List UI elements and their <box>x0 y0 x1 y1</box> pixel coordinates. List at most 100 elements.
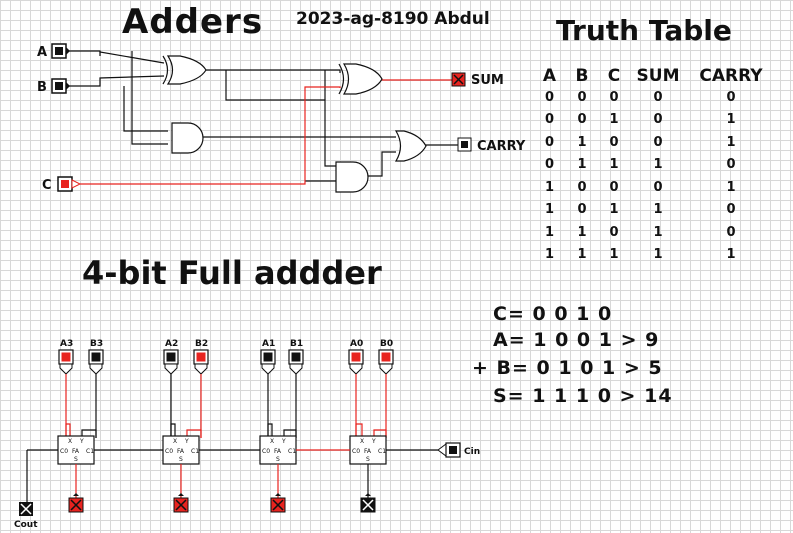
truth-table-cell: 0 <box>653 112 663 128</box>
fa-pin-label: C1 <box>86 448 94 455</box>
truth-table-cell: 0 <box>726 89 736 105</box>
truth-table-cell: 0 <box>577 89 587 105</box>
truth-table-cell: 1 <box>726 112 736 128</box>
truth-table-cell: 1 <box>609 202 619 218</box>
pin-c-label: C <box>42 178 52 193</box>
truth-table-cell: 1 <box>653 247 663 263</box>
truth-table-cell: 1 <box>653 202 663 218</box>
truth-table-cell: 1 <box>609 112 619 128</box>
eq-carry-line: C= 0 0 1 0 <box>493 303 613 325</box>
xor2-gate-icon <box>342 63 383 95</box>
fa-pin-label: Y <box>281 438 286 445</box>
xor1-gate-icon <box>166 55 207 85</box>
and1-gate-icon <box>171 122 204 154</box>
fa-pin-label: C0 <box>262 448 270 455</box>
author-label: 2023-ag-8190 Abdul <box>296 9 490 29</box>
cout-label: Cout <box>14 520 38 530</box>
truth-table-cell: 0 <box>609 224 619 240</box>
truth-table-cell: 0 <box>726 202 736 218</box>
wire-a-and1 <box>131 51 168 145</box>
truth-table-cell: 1 <box>544 224 555 240</box>
cin-input-pin[interactable] <box>437 442 461 458</box>
truth-table-cell: 1 <box>544 247 555 263</box>
fa-pin-label: X <box>360 438 364 445</box>
bit-input-pin[interactable] <box>378 349 394 438</box>
truth-table-cell: 1 <box>726 247 736 263</box>
fa-pin-label: Y <box>371 438 376 445</box>
fa-pin-label: S <box>276 456 280 463</box>
truth-table-cell: 1 <box>577 247 587 263</box>
fa-pin-label: S <box>179 456 183 463</box>
col-sum: SUM <box>636 66 680 86</box>
bit-input-pin[interactable] <box>193 349 209 438</box>
truth-table-cell: 1 <box>726 134 736 150</box>
full-adder-schematic: A B C SUM CARRY <box>37 43 526 193</box>
truth-table-cell: 1 <box>544 202 555 218</box>
wire-b-and1 <box>123 86 168 132</box>
pin-c[interactable]: C <box>42 176 82 193</box>
sum-output-pin <box>270 493 286 513</box>
bit-label: B2 <box>195 339 208 349</box>
pin-a[interactable]: A <box>37 43 70 60</box>
pin-b[interactable]: B <box>37 78 70 95</box>
truth-table-cell: 1 <box>609 247 619 263</box>
truth-table-cell: 1 <box>726 179 736 195</box>
fa-pin-label: FA <box>364 448 372 455</box>
truth-table-cell: 1 <box>577 224 587 240</box>
bit-input-pin[interactable] <box>163 349 179 438</box>
fa-pin-label: Y <box>184 438 189 445</box>
wire-and2-out <box>368 151 396 177</box>
fa-pin-label: FA <box>274 448 282 455</box>
fa-pin-label: X <box>270 438 274 445</box>
xor2-back-icon <box>338 63 345 95</box>
bit-input-pin[interactable] <box>260 349 276 438</box>
col-c: C <box>607 66 621 86</box>
col-carry: CARRY <box>699 66 763 86</box>
bit-label: B0 <box>380 339 393 349</box>
or-gate-icon <box>394 130 427 162</box>
and2-gate-icon <box>335 161 369 193</box>
sum-label: SUM <box>471 73 504 88</box>
bit-input-pin[interactable] <box>58 349 74 438</box>
truth-table-cell: 1 <box>653 224 663 240</box>
truth-table-cell: 1 <box>609 157 619 173</box>
truth-table-cell: 0 <box>726 224 736 240</box>
truth-table-title: Truth Table <box>556 14 732 47</box>
bit-label: A0 <box>350 339 363 349</box>
fa-pin-label: FA <box>72 448 80 455</box>
truth-table-cell: 0 <box>726 157 736 173</box>
fa-pin-label: C0 <box>60 448 68 455</box>
truth-table-row: 1 1 1 1 1 <box>533 244 776 267</box>
bit-label: A3 <box>60 339 73 349</box>
bit-label: A2 <box>165 339 178 349</box>
fa-pin-label: C1 <box>191 448 199 455</box>
fa-pin-label: X <box>68 438 72 445</box>
truth-table-header: A B C SUM CARRY <box>533 66 776 86</box>
bit-input-pin[interactable] <box>288 349 304 438</box>
wire-a-xor1 <box>66 50 165 64</box>
fa-pin-label: X <box>173 438 177 445</box>
bit-input-pin[interactable] <box>348 349 364 438</box>
truth-table-cell: 0 <box>609 179 619 195</box>
wire-xor1-out <box>206 69 341 73</box>
truth-table-cell: 1 <box>577 134 587 150</box>
cout-output-pin <box>19 502 33 516</box>
truth-table-cell: 0 <box>609 89 619 105</box>
eq-sum-line: S= 1 1 1 0 > 14 <box>493 385 673 407</box>
col-a: A <box>542 66 557 86</box>
bit-input-pin[interactable] <box>88 349 104 438</box>
bit-label: B3 <box>90 339 103 349</box>
